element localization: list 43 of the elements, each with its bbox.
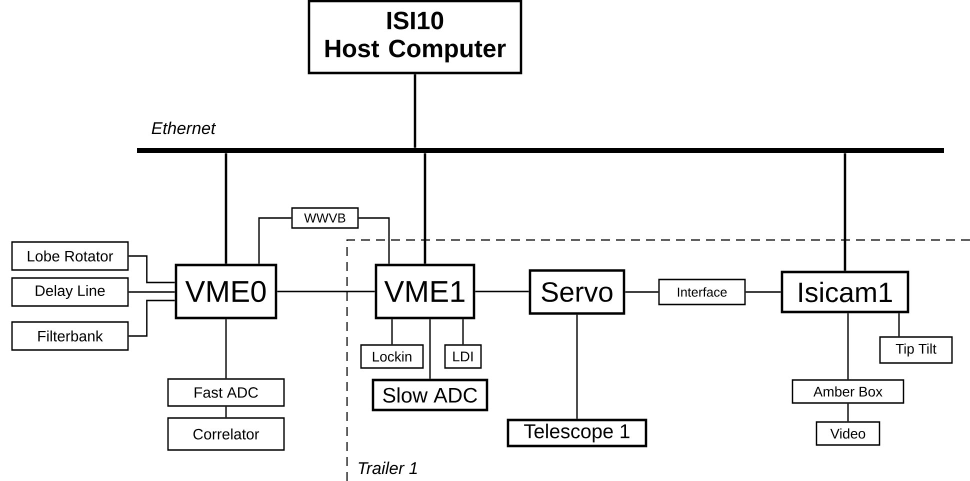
connector-line xyxy=(429,319,431,379)
device-box: Video xyxy=(816,421,880,446)
connector-line xyxy=(128,291,175,293)
connector-line xyxy=(847,404,849,422)
connector-line xyxy=(391,319,393,344)
host-computer-box: ISI10 Host Computer xyxy=(308,0,522,74)
device-box: Amber Box xyxy=(792,379,904,404)
connector-line xyxy=(277,290,375,292)
device-box: Tip Tilt xyxy=(879,336,953,364)
region-label: Trailer 1 xyxy=(358,462,417,474)
device-box: Telescope 1 xyxy=(506,418,648,448)
computer-box: Isicam1 xyxy=(780,270,910,314)
device-box: Fast ADC xyxy=(167,378,285,407)
connector-line xyxy=(462,319,464,344)
device-box: Lobe Rotator xyxy=(11,241,129,271)
device-box: Lockin xyxy=(360,344,424,369)
device-box: Correlator xyxy=(167,417,285,451)
connector-line xyxy=(424,153,426,264)
connector-line xyxy=(625,291,658,293)
connector-line xyxy=(746,291,781,293)
connector-line xyxy=(224,153,228,264)
device-box: Delay Line xyxy=(11,277,129,307)
connector-line xyxy=(576,314,578,419)
connector-line xyxy=(475,290,529,292)
bus-label: Ethernet xyxy=(152,122,216,134)
connector-line xyxy=(225,319,227,378)
connector-line xyxy=(258,217,292,264)
connector-line xyxy=(128,300,175,337)
device-box: LDI xyxy=(444,344,482,369)
connector-line xyxy=(847,313,849,380)
computer-box: VME0 xyxy=(174,264,278,320)
connector-line xyxy=(128,255,175,284)
connector-line xyxy=(414,74,416,148)
device-box: WWVB xyxy=(291,207,359,229)
device-box: Filterbank xyxy=(11,321,129,351)
computer-box: VME1 xyxy=(374,264,476,320)
connector-line xyxy=(225,406,227,418)
connector-line xyxy=(898,313,900,336)
device-box: Slow ADC xyxy=(372,378,488,412)
device-box: Interface xyxy=(658,278,746,306)
computer-box: Servo xyxy=(528,269,626,315)
connector-line xyxy=(844,153,846,271)
connector-line xyxy=(358,217,390,264)
